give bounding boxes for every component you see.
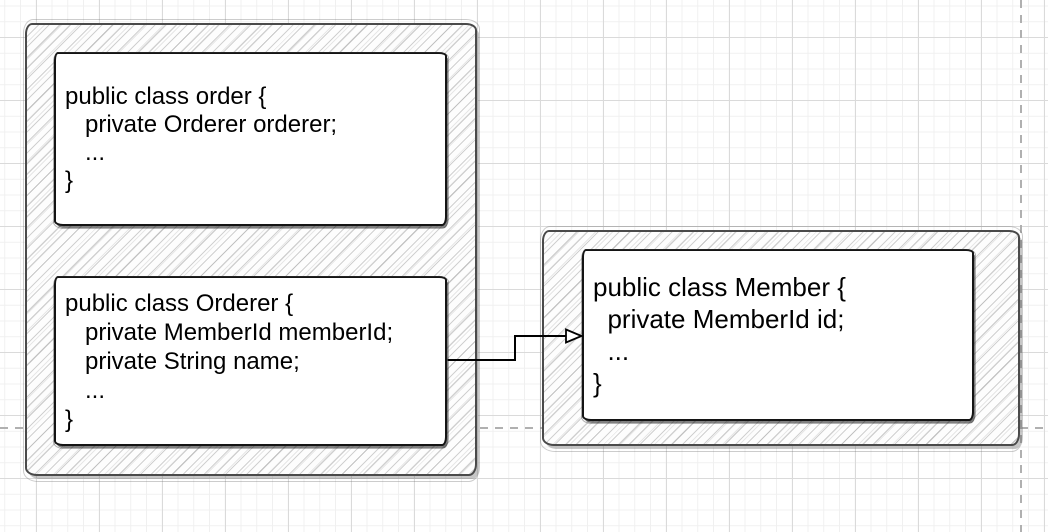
code-line: private Orderer orderer; bbox=[65, 111, 338, 138]
order-class-node[interactable]: public class order { private Orderer ord… bbox=[53, 52, 449, 229]
page-boundary-horizontal-dashed-line bbox=[0, 427, 1048, 429]
code-line: ... bbox=[593, 336, 630, 366]
code-line: private MemberId id; bbox=[593, 304, 845, 334]
code-line: } bbox=[65, 405, 74, 433]
code-line: ... bbox=[65, 376, 106, 404]
code-line: private MemberId memberId; bbox=[65, 318, 394, 346]
code-line: ... bbox=[65, 139, 106, 166]
code-line: private String name; bbox=[65, 347, 300, 375]
code-line: } bbox=[65, 167, 74, 194]
member-aggregate-container[interactable]: public class Member { private MemberId i… bbox=[540, 226, 1023, 452]
order-aggregate-container[interactable]: public class order { private Orderer ord… bbox=[23, 19, 480, 482]
orderer-class-node[interactable]: public class Orderer { private MemberId … bbox=[53, 276, 449, 449]
code-line: } bbox=[593, 368, 602, 398]
page-boundary-vertical-dashed-line bbox=[1020, 0, 1022, 532]
code-line: public class order { bbox=[65, 83, 267, 110]
code-line: public class Member { bbox=[593, 272, 846, 302]
member-class-node[interactable]: public class Member { private MemberId i… bbox=[581, 249, 976, 424]
code-line: public class Orderer { bbox=[65, 289, 294, 317]
